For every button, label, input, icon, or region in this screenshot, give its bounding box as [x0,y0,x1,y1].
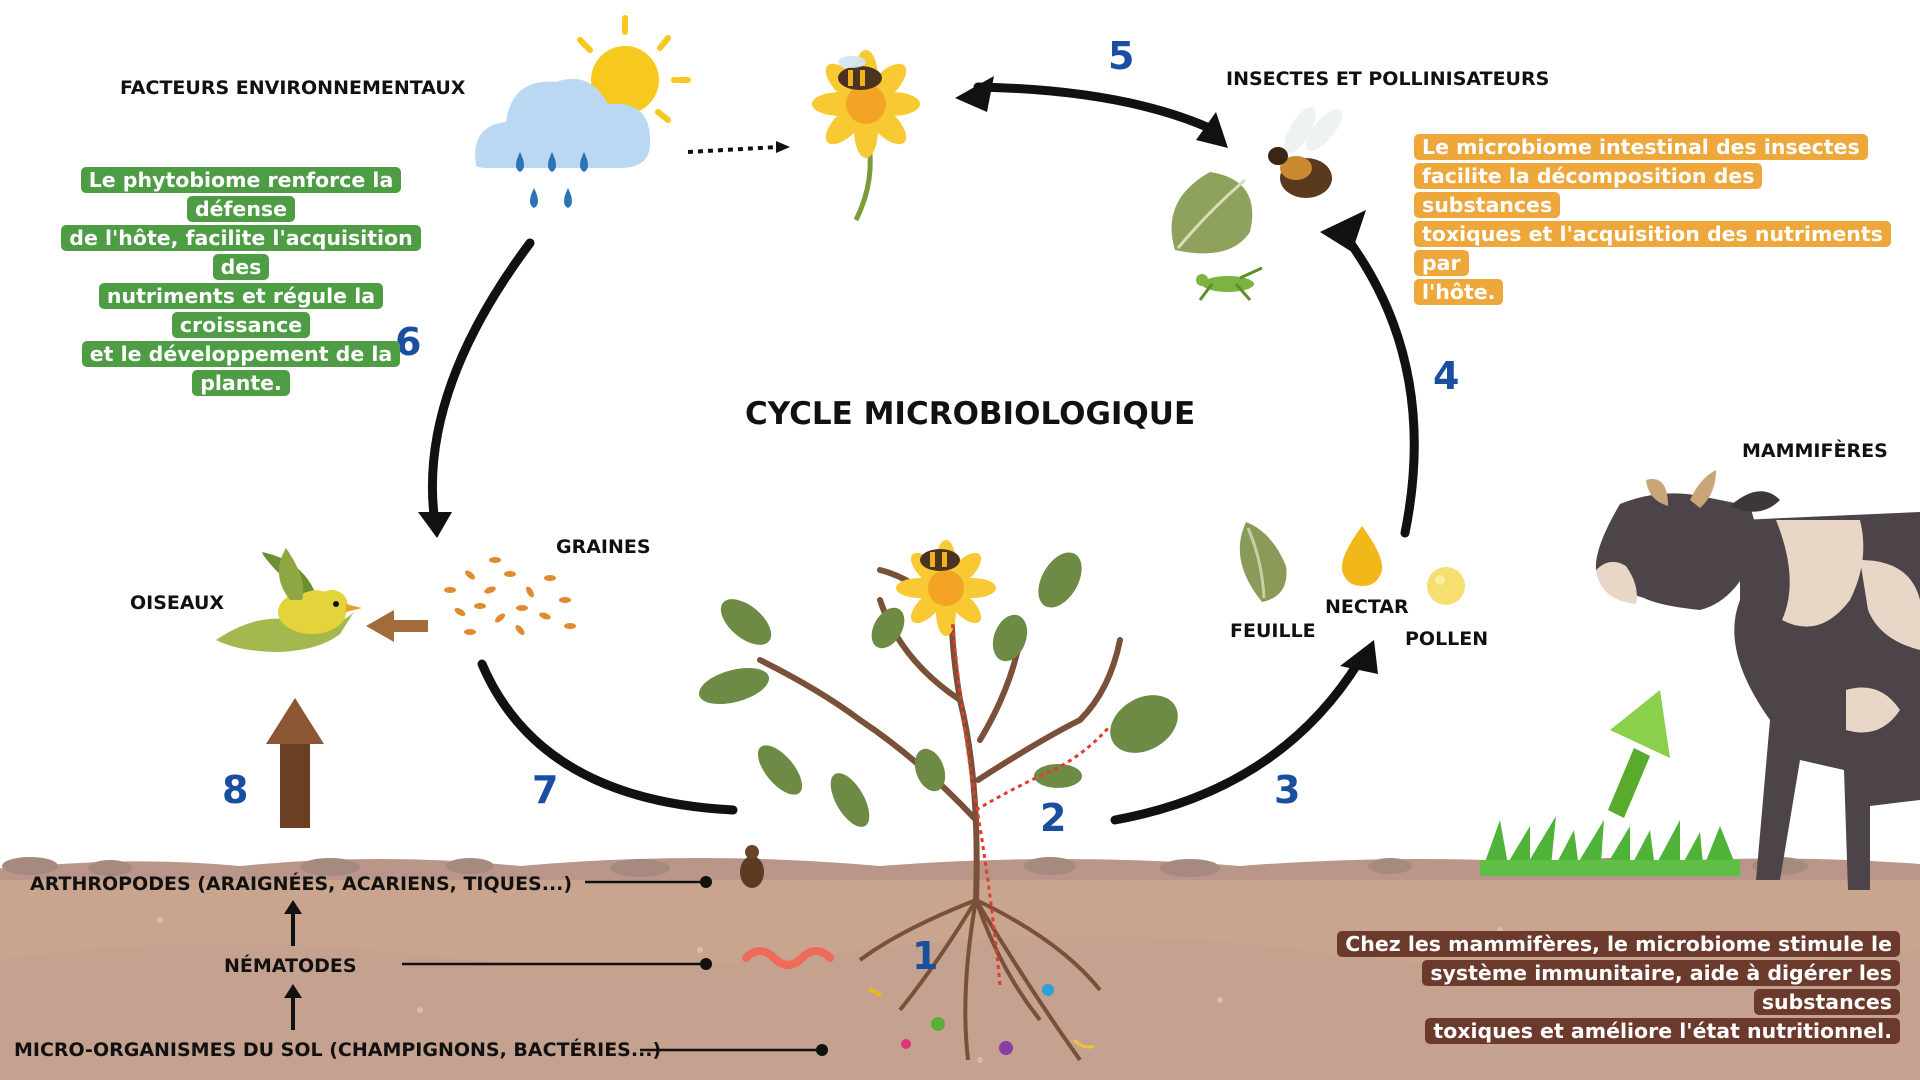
label-pollen: POLLEN [1405,628,1489,650]
mammal-microbiome-info-box: Chez les mammifères, le microbiome stimu… [1330,930,1900,1046]
step-number-4: 4 [1433,354,1460,398]
phytobiome-info-box: Le phytobiome renforce la défense de l'h… [46,166,436,398]
phyto-line-3: nutriments et régule la croissance [98,283,384,338]
mammal-line-2: système immunitaire, aide à digérer les … [1422,960,1900,1015]
label-microorganisms: MICRO-ORGANISMES DU SOL (CHAMPIGNONS, BA… [14,1039,662,1061]
flower-bee-icon [812,50,920,222]
up-arrow-icon [266,698,324,828]
soil-arrows [284,900,302,1030]
step-number-2: 2 [1040,796,1067,840]
insect-line-1: Le microbiome intestinal des insectes [1414,134,1868,160]
insect-line-3: toxiques et l'acquisition des nutriments… [1414,221,1891,276]
plant-icon [698,540,1178,1062]
insect-line-4: l'hôte. [1414,279,1504,305]
phyto-line-4: et le développement de la plante. [81,341,401,396]
step-number-5: 5 [1108,34,1135,78]
grasshopper-icon [1196,266,1263,301]
cycle-arrows [427,82,1419,825]
label-leaf: FEUILLE [1230,620,1316,642]
step-number-3: 3 [1274,768,1301,812]
step-number-1: 1 [912,934,939,978]
cow-icon [1595,470,1920,890]
step-number-8: 8 [222,768,249,812]
label-arthropods: ARTHROPODES (ARAIGNÉES, ACARIENS, TIQUES… [30,873,573,895]
nectar-drop-icon [1341,526,1383,586]
label-seeds: GRAINES [556,536,651,558]
grass-icon [1480,816,1740,876]
bee-icon [1268,106,1343,198]
label-nematodes: NÉMATODES [224,955,357,977]
mammal-line-1: Chez les mammifères, le microbiome stimu… [1337,931,1900,957]
label-nectar: NECTAR [1325,596,1409,618]
spider-icon [740,845,764,888]
seeds-arrow [366,610,428,642]
mammal-line-3: toxiques et améliore l'état nutritionnel… [1425,1018,1900,1044]
pointer-lines [402,880,822,1052]
phyto-line-1: Le phytobiome renforce la défense [80,167,402,222]
bird-icon [216,548,362,652]
seeds-icon [444,557,576,635]
page-title: CYCLE MICROBIOLOGIQUE [745,396,1196,432]
phyto-line-2: de l'hôte, facilite l'acquisition des [61,225,421,280]
step-number-7: 7 [532,768,559,812]
label-environmental-factors: FACTEURS ENVIRONNEMENTAUX [120,77,466,99]
worm-icon [742,947,834,969]
leaf-icon [1171,172,1253,254]
label-insects: INSECTES ET POLLINISATEURS [1226,68,1550,90]
label-mammals: MAMMIFÈRES [1742,440,1888,462]
leaf-icon [1239,522,1287,602]
label-birds: OISEAUX [130,592,225,614]
sun-cloud-rain-icon [475,15,691,208]
insect-line-2: facilite la décomposition des substances [1414,163,1763,218]
pollen-icon [1427,567,1465,605]
insect-microbiome-info-box: Le microbiome intestinal des insectes fa… [1414,133,1894,307]
green-up-arrow-icon [1608,690,1670,818]
